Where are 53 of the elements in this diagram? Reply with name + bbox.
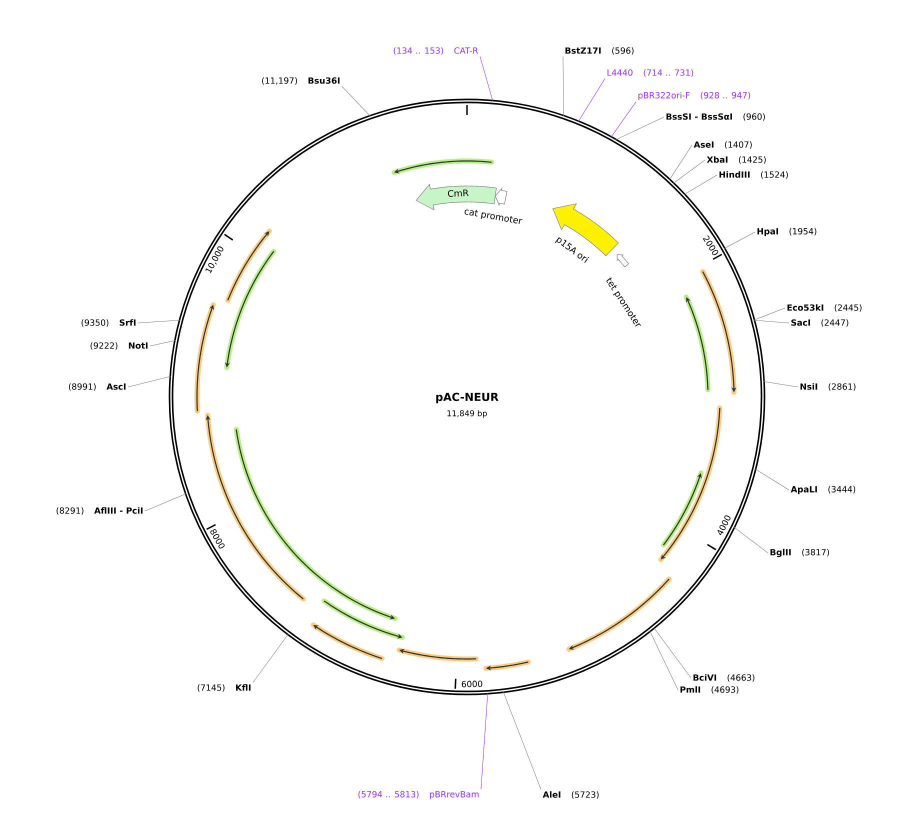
leader-line — [578, 78, 606, 122]
leader-line — [342, 86, 371, 117]
leader-line — [724, 232, 756, 249]
leader-line — [654, 627, 692, 678]
site-label: HpaI (1954) — [757, 228, 816, 236]
leader-line — [138, 320, 181, 324]
leader-line — [252, 634, 289, 683]
site-label: ApaLI (3444) — [790, 486, 856, 494]
site-label: (7145) KflI — [198, 684, 251, 692]
leader-line — [610, 102, 636, 138]
leader-line — [150, 340, 176, 346]
plasmid-length: 11,849 bp — [448, 410, 487, 418]
plasmid-name: pAC-NEUR — [436, 392, 498, 404]
primer-label: (134 .. 153) CAT-R — [394, 47, 478, 55]
tick-label: 4000 — [718, 515, 730, 536]
leader-line — [734, 526, 768, 554]
site-label: PmlI (4693) — [680, 686, 738, 694]
site-label: AseI (1407) — [694, 141, 752, 149]
site-label: (8991) AscI — [68, 383, 126, 391]
primer-label: L4440 (714 .. 731) — [608, 69, 694, 77]
leader-line — [649, 630, 678, 690]
leader-line — [128, 376, 172, 388]
site-label: HindIII (1524) — [719, 171, 788, 179]
leader-line — [754, 468, 790, 490]
site-label: Eco53kI (2445) — [787, 304, 862, 312]
leader-line — [502, 691, 542, 790]
site-label: SacI (2447) — [791, 319, 848, 327]
site-label: (8291) AflIII - PciI — [56, 507, 143, 515]
leader-line — [753, 320, 790, 324]
primer-label: pBR322ori-F (928 .. 947) — [638, 92, 750, 100]
tick-label: 6000 — [462, 680, 482, 688]
site-label: (9222) NotI — [90, 342, 148, 350]
primer-label: (5794 .. 5813) pBRrevBam — [358, 790, 479, 800]
leader-line — [672, 160, 706, 184]
leader-line — [684, 174, 718, 195]
site-label: (9350) SrfI — [82, 319, 136, 327]
leader-line — [480, 692, 488, 790]
site-label: XbaI (1425) — [706, 156, 766, 164]
leader-line — [562, 56, 564, 117]
leader-line — [144, 493, 187, 512]
leader-line — [753, 308, 786, 320]
leader-line — [669, 144, 692, 180]
site-label: BssSI - BssSαI (960) — [666, 113, 765, 121]
site-label: BstZ17I (596) — [566, 47, 634, 55]
site-label: BciVI (4663) — [693, 674, 754, 682]
leader-line — [615, 116, 664, 140]
leader-line — [480, 56, 494, 102]
site-label: AleI (5723) — [542, 791, 599, 799]
node-label: cat promoter — [464, 210, 522, 224]
site-label: (11,197) Bsu36I — [262, 77, 340, 85]
leader-line — [763, 381, 798, 388]
site-label: NsiI (2861) — [800, 383, 856, 391]
site-label: BglII (3817) — [770, 548, 830, 558]
